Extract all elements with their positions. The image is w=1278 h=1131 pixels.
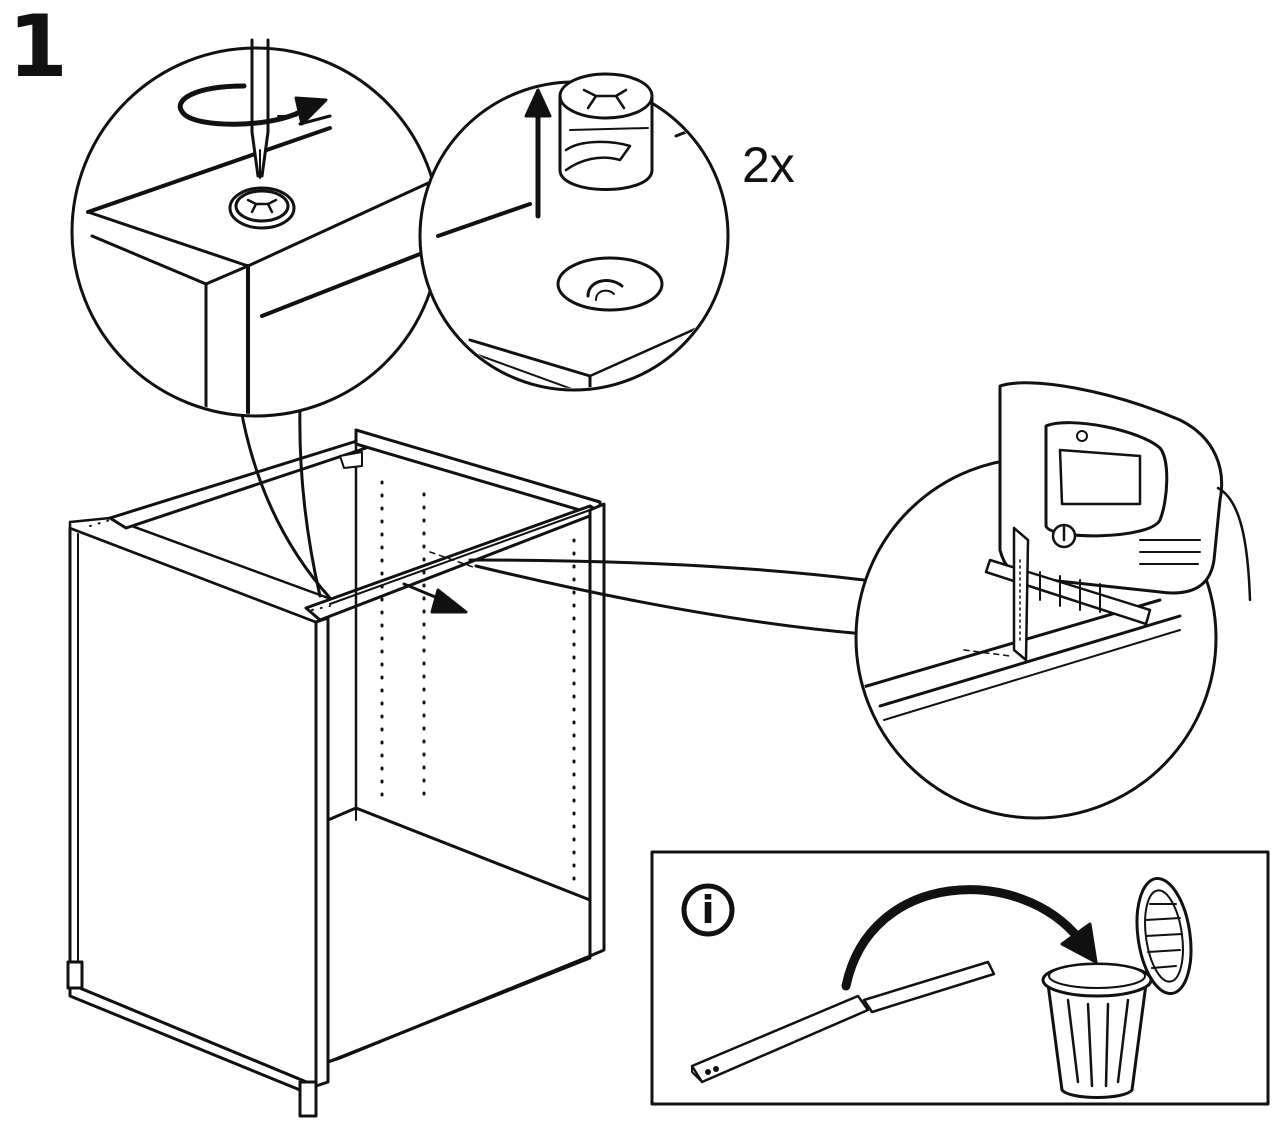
screwdriver-icon	[250, 38, 270, 179]
lift-up-arrow	[524, 88, 552, 219]
cam-lock-icon	[558, 72, 654, 191]
quantity-label: 2x	[742, 137, 795, 193]
detail-remove-cam	[418, 72, 730, 392]
discard-arrow	[841, 885, 1098, 991]
shelf-pin-holes	[380, 480, 576, 882]
info-panel	[650, 850, 1270, 1106]
detail-saw-rail	[468, 381, 1252, 820]
cabinet-right-panel	[588, 502, 606, 958]
info-icon-letter: i	[701, 888, 715, 932]
detail-loosen-cam	[70, 38, 442, 600]
cabinet-bottom-shelf	[326, 806, 592, 1064]
step-number: 1	[8, 0, 68, 97]
cut-rail-pieces	[690, 960, 996, 1084]
rotate-arrow-icon	[177, 83, 328, 127]
cabinet-front-edge	[314, 616, 330, 1088]
info-icon	[681, 883, 735, 937]
cam-screw-head	[228, 186, 296, 230]
cabinet-back-rail	[108, 438, 374, 530]
cam-hole	[556, 256, 664, 312]
pull-out-arrow	[402, 582, 468, 614]
trash-bin-icon	[1041, 876, 1193, 1099]
cabinet-right-rail	[354, 428, 602, 518]
cabinet-frame	[66, 428, 606, 1118]
jigsaw-icon	[984, 381, 1252, 662]
